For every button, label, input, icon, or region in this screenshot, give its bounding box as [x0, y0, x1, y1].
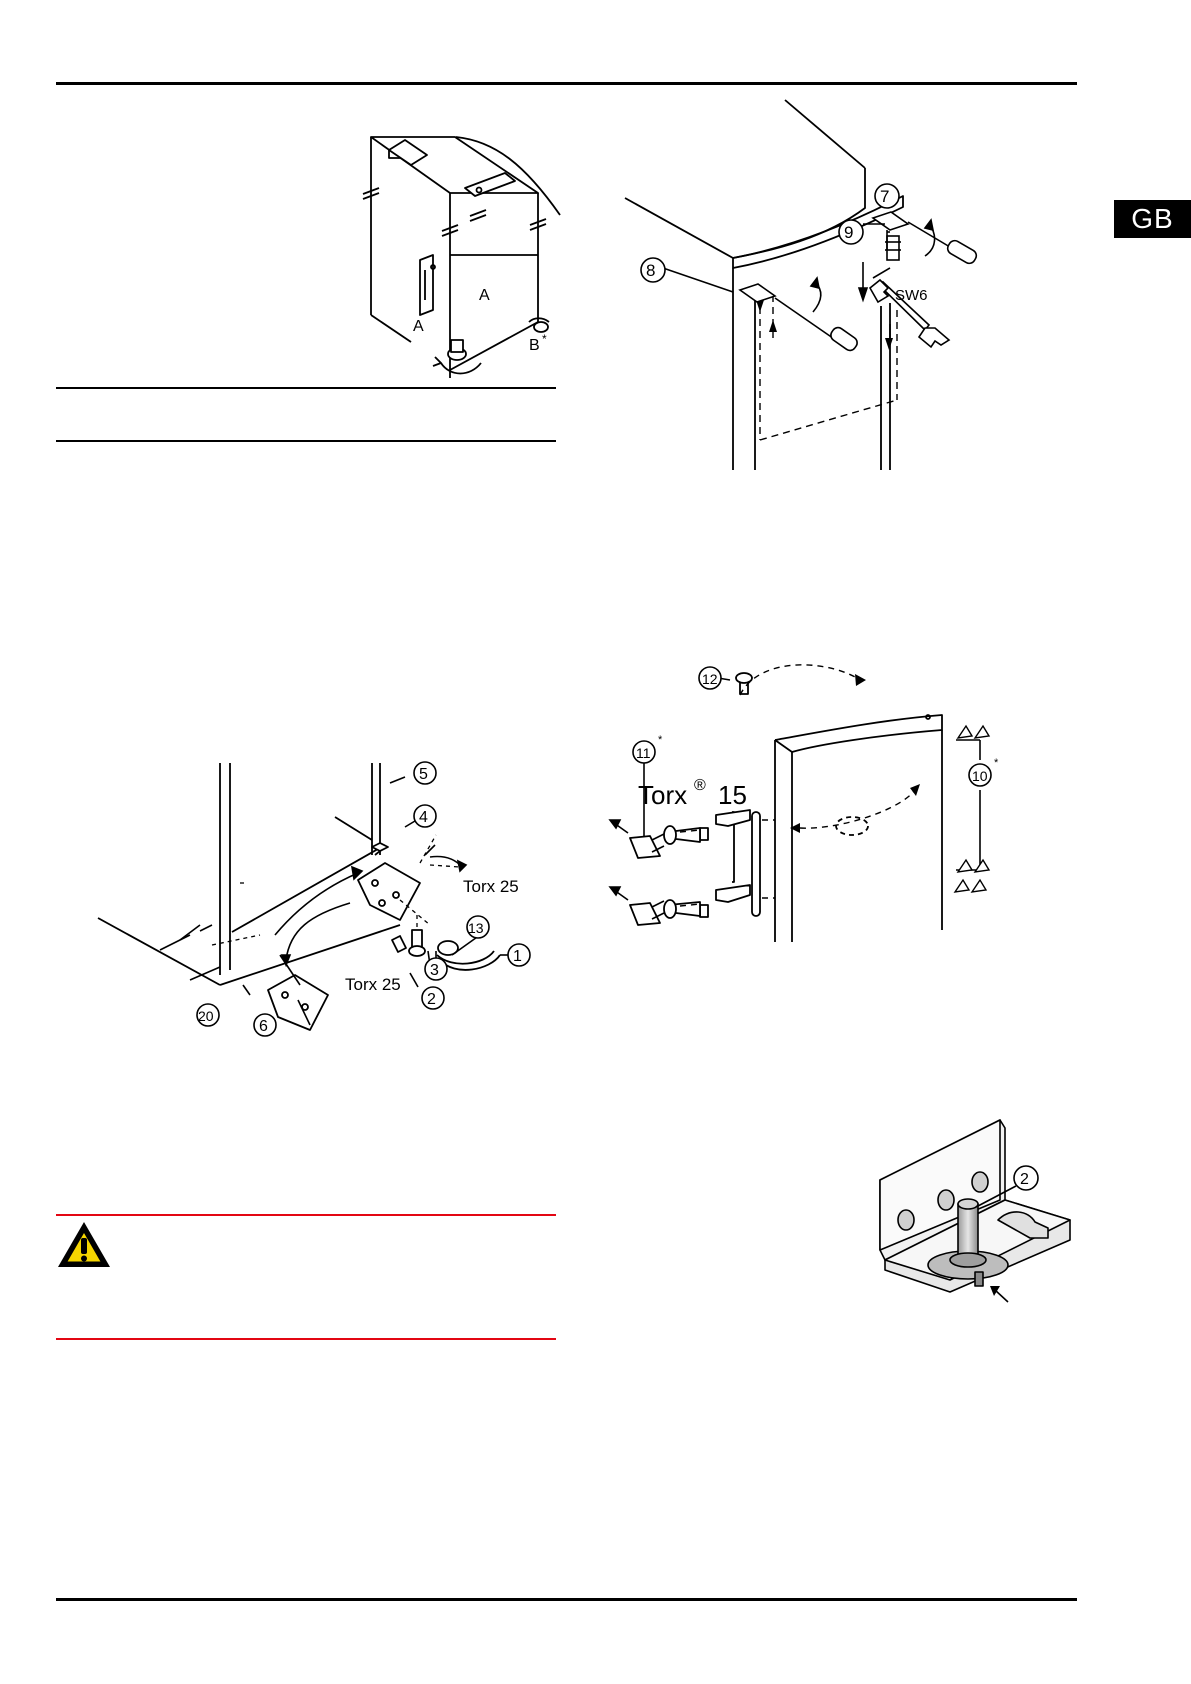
top-rule — [56, 82, 1077, 85]
callout-10: 10 — [972, 768, 988, 784]
torx-upper-label: Torx 25 — [463, 877, 519, 896]
leveling-figure: A A B * — [362, 136, 561, 378]
callout-13: 13 — [468, 920, 484, 936]
callout-10-sup: * — [994, 757, 999, 769]
callout-12: 12 — [702, 671, 718, 687]
torx-lower-label: Torx 25 — [345, 975, 401, 994]
wrench-size-label: SW6 — [895, 287, 928, 304]
callout-2: 2 — [427, 991, 436, 1008]
label-a-right: A — [479, 287, 490, 304]
callout-6: 6 — [259, 1018, 268, 1035]
callout-2-detail: 2 — [1020, 1171, 1029, 1188]
section-rule-upper — [56, 387, 556, 389]
bottom-rule — [56, 1598, 1077, 1601]
callout-3: 3 — [430, 962, 439, 979]
warning-triangle-icon — [58, 1222, 110, 1267]
hinge-pin-detail-figure: 2 — [879, 1119, 1071, 1303]
warning-rule-bottom — [56, 1338, 556, 1340]
door-hinge-bottom-figure: 5 4 13 1 3 2 6 20 Torx 25 Torx 25 — [97, 761, 531, 1037]
callout-7: 7 — [880, 187, 889, 206]
callout-11: 11 — [636, 745, 651, 761]
torx-size: 15 — [718, 780, 747, 810]
callout-9: 9 — [844, 223, 853, 242]
callout-5: 5 — [419, 766, 428, 783]
torx-label: Torx — [638, 780, 687, 810]
handle-swap-figure: 11 * 10 * 12 Torx ® 15 — [608, 664, 999, 942]
warning-rule-top — [56, 1214, 556, 1216]
callout-20: 20 — [198, 1008, 214, 1024]
hinge-removal-figure: 8 7 9 SW6 — [624, 99, 978, 470]
torx-registered-mark: ® — [694, 777, 706, 794]
callout-4: 4 — [419, 809, 428, 826]
language-tab: GB — [1114, 200, 1191, 238]
label-b: B — [529, 337, 540, 354]
callout-11-sup: * — [658, 734, 663, 746]
label-b-sup: * — [542, 332, 547, 346]
section-rule-lower — [56, 440, 556, 442]
callout-8: 8 — [646, 261, 655, 280]
callout-1: 1 — [513, 948, 522, 965]
label-a-left: A — [413, 318, 424, 335]
